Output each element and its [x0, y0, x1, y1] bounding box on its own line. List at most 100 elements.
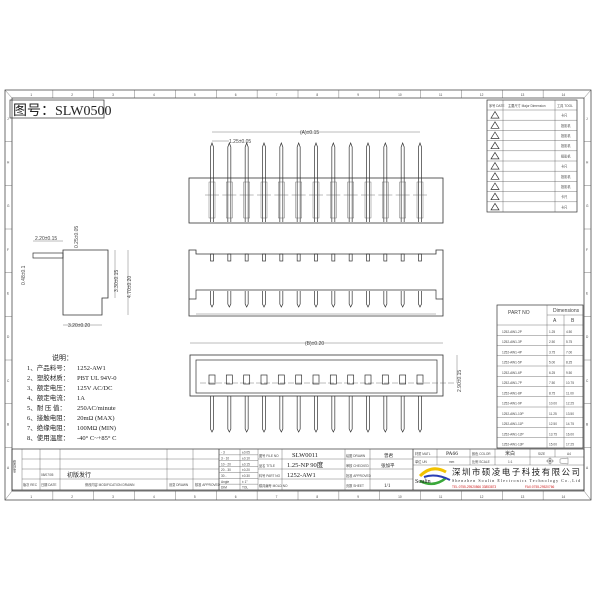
part-no-cell: 1252-AW1-12P: [502, 432, 524, 436]
company-name-en: Shenzhen Soulin Electronics Technology C…: [452, 478, 580, 484]
part-no: 1252-AW1: [287, 472, 316, 479]
ruler-column-label: 13: [521, 495, 525, 499]
ruler-column-label: 12: [480, 93, 484, 97]
ruler-row-label: D: [586, 335, 589, 339]
projection-symbol-icon: [546, 457, 569, 465]
bottom-view-pin: [329, 374, 337, 433]
ruler-column-label: 10: [398, 495, 402, 499]
drawing-number: 图号：SLW0500: [9, 99, 112, 119]
ruler-row-label: J: [586, 117, 588, 121]
bottom-view-pin: [347, 374, 355, 433]
ruler-row-label: C: [7, 379, 10, 383]
top-view-pin: [326, 142, 341, 222]
part-no-cell: 1252-AW1-8P: [502, 391, 522, 395]
matl-value: PA66: [446, 451, 458, 457]
note-label: 7、绝缘电阻：: [27, 423, 69, 432]
parts-header-dims: Dimensions: [553, 308, 580, 314]
revision-col-drawn: 设变 DRAWN: [169, 482, 189, 487]
color-label: 颜色 COLOR: [472, 451, 491, 456]
dim-330-label: 3.30±0.15: [114, 270, 120, 292]
drawing-number-text: 图号：SLW0500: [13, 104, 112, 119]
dim-320-label: 3.20±0.20: [68, 323, 90, 329]
note-label: 3、额定电压：: [27, 383, 69, 392]
tolerance-range: 3 - 10: [221, 456, 229, 460]
ruler-row-label: B: [586, 423, 588, 427]
dim-b-cell: 12.25: [566, 402, 574, 406]
ruler-column-label: 6: [235, 93, 237, 97]
ruler-row-label: G: [586, 204, 589, 208]
ruler-column-label: 9: [357, 93, 359, 97]
part-no-cell: 1252-AW1-11P: [502, 422, 523, 426]
company-fax: FAX:0755-29520766: [525, 485, 554, 489]
top-view-pin: [257, 142, 271, 222]
company-tel: TEL:0755-29520866 33853873: [452, 485, 496, 489]
top-view-pin: [239, 142, 254, 222]
top-view-pin: [274, 142, 289, 222]
dim-a-cell: 8.75: [549, 391, 555, 395]
ruler-column-label: 3: [112, 495, 114, 499]
part-no-cell: 1252-AW1-4P: [502, 350, 522, 354]
dim-b-cell: 14.75: [566, 422, 574, 426]
tolerance-value: ±0.20: [242, 468, 250, 472]
notes-title: 说明：: [52, 353, 73, 362]
part-no-cell: 1252-AW1-6P: [502, 371, 522, 375]
checked-value: 张加平: [381, 462, 395, 469]
ruler-column-label: 12: [480, 495, 484, 499]
tolerance-range: 20 - 30: [221, 468, 231, 472]
note-value: 250AC/minute: [77, 405, 116, 412]
tolerance-range: Angle: [221, 480, 229, 484]
tolerance-range: - 3: [221, 451, 225, 455]
ruler-row-label: F: [7, 248, 9, 252]
front-view-pin: [331, 253, 336, 308]
warning-triangle-icon: [490, 202, 500, 211]
warning-triangle-icon: [490, 192, 500, 201]
dim-a-label: (A)±0.15: [300, 130, 319, 136]
dim-b-cell: 11.00: [566, 391, 574, 395]
ruler-column-label: 5: [194, 495, 196, 499]
bottom-view-pin: [381, 374, 389, 433]
insp-tool: 投影机: [561, 123, 571, 128]
bottom-view: (B)±0.20 2.90±0.15: [189, 341, 463, 433]
note-label: 4、额定电流：: [27, 393, 69, 402]
revision-date: 08/07/05: [41, 473, 54, 477]
dim-a-cell: 2.50: [549, 340, 555, 344]
warning-triangle-icon: [490, 151, 500, 160]
tolerance-value: ±0.30: [242, 474, 250, 478]
front-view-pin: [262, 253, 266, 308]
dim-b-label: (B)±0.20: [305, 341, 324, 347]
ruler-column-label: 7: [276, 495, 278, 499]
part-no-cell: 1252-AW1-7P: [502, 381, 522, 385]
tolerance-value: ±0.05: [242, 451, 250, 455]
ruler-row-label: H: [586, 161, 589, 165]
top-view-body: [188, 177, 444, 224]
dim-b-cell: 7.00: [566, 350, 572, 354]
insp-tool: 投影机: [561, 184, 571, 189]
company-name-cn: 深圳市硕凌电子科技有限公司: [452, 467, 580, 477]
ruler-row-label: F: [586, 248, 588, 252]
sheet-value: 1/1: [384, 484, 391, 489]
scale-label: 比例 SCALE: [472, 459, 490, 464]
ruler-column-label: 14: [562, 93, 566, 97]
insp-tool: 卡尺: [561, 194, 568, 199]
front-view-pin: [418, 253, 422, 308]
scale-value: 1:1: [508, 460, 513, 464]
top-view-pin: [205, 142, 219, 222]
front-view-pin: [383, 253, 388, 308]
ruler-row-label: B: [7, 423, 9, 427]
tolerance-value: ±0.15: [242, 462, 250, 466]
ruler-column-label: 2: [71, 495, 73, 499]
warning-triangle-icon: [490, 161, 500, 170]
ruler-column-label: 3: [112, 93, 114, 97]
ruler-column-label: 4: [153, 495, 155, 499]
ruler-column-label: 4: [153, 93, 155, 97]
front-view-pin: [244, 253, 249, 308]
insp-tool: 卡尺: [561, 164, 568, 169]
